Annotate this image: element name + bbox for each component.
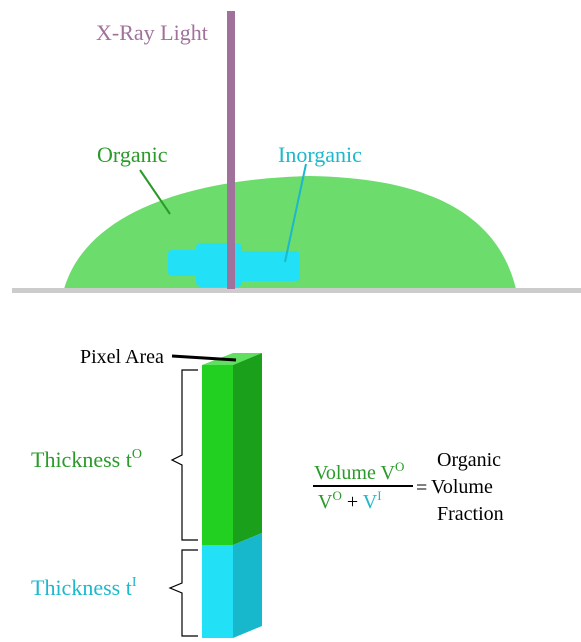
volume-fraction-formula: Volume VO VO + VI = Organic Volume Fract… (313, 449, 504, 525)
column-inorganic-front (202, 545, 233, 638)
column-organic-side (233, 353, 262, 545)
inorganic-thickness-bracket (168, 549, 198, 637)
formula-equals: = (416, 477, 427, 499)
column-inorganic-side (233, 533, 262, 638)
organic-label: Organic (97, 142, 168, 167)
organic-pointer (139, 169, 171, 215)
result-line-volume: Volume (431, 476, 493, 498)
organic-thickness-bracket (170, 369, 198, 541)
pixel-area-pointer (171, 354, 237, 362)
pixel-area-label: Pixel Area (80, 346, 164, 368)
xray-label: X-Ray Light (96, 20, 208, 45)
result-line-organic: Organic (437, 449, 501, 471)
thickness-organic-sup: O (132, 447, 142, 462)
thickness-organic-label: Thickness tO (31, 447, 142, 472)
column-organic-front (202, 365, 233, 545)
formula-denominator: VO + VI (318, 488, 382, 513)
ground-line (12, 288, 581, 293)
thickness-inorganic-label: Thickness tI (31, 575, 137, 600)
formula-numerator: Volume VO (314, 459, 404, 484)
inorganic-pointer (284, 163, 307, 263)
xray-beam (227, 11, 235, 289)
result-line-fraction: Fraction (437, 503, 504, 525)
bottom-panel: Pixel Area Thickness tO Thickness tI Vol… (31, 346, 504, 638)
top-panel: X-Ray Light Organic Inorganic (12, 11, 581, 293)
thickness-inorganic-sup: I (132, 575, 137, 590)
inorganic-label: Inorganic (278, 142, 362, 167)
